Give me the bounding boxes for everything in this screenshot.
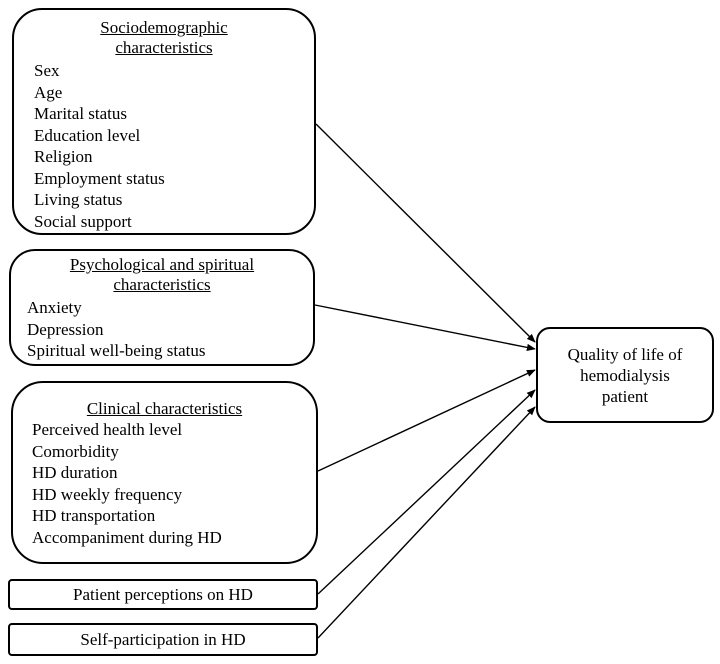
arrow-psychological (314, 304, 536, 351)
patient-perceptions-label: Patient perceptions on HD (73, 584, 253, 604)
sociodemographic-title-line-2: characteristics (115, 38, 213, 57)
arrow-clinical (317, 369, 536, 472)
list-item: Accompaniment during HD (32, 527, 222, 547)
list-item: HD duration (32, 463, 118, 482)
arrow-self-participation (317, 406, 536, 639)
psychological-title-line-1: Psychological and spiritual (69, 255, 255, 274)
quality-of-life-line-2: hemodialysis (580, 365, 670, 385)
list-item: Age (34, 82, 63, 102)
psychological-title-line-2: characteristics (113, 275, 211, 294)
list-item: Perceived health level (32, 420, 183, 439)
psychological-box: Psychological and spiritual characterist… (9, 249, 315, 366)
arrow-patient-perceptions (317, 389, 536, 595)
clinical-box: Clinical characteristics Perceived healt… (11, 381, 318, 564)
list-item: HD weekly frequency (32, 484, 183, 504)
self-participation-label: Self-participation in HD (80, 629, 246, 649)
list-item: Sex (34, 61, 60, 80)
list-item: Comorbidity (32, 441, 119, 461)
sociodemographic-box: Sociodemographic characteristics Sex Age… (12, 8, 316, 235)
list-item: Anxiety (27, 298, 82, 317)
self-participation-box: Self-participation in HD (8, 623, 318, 656)
list-item: Depression (27, 319, 104, 339)
arrow-sociodemographic (315, 123, 536, 343)
list-item: Living status (34, 190, 123, 209)
list-item: Employment status (34, 168, 165, 188)
list-item: HD transportation (32, 506, 156, 525)
list-item: Education level (34, 125, 141, 145)
patient-perceptions-box: Patient perceptions on HD (8, 579, 318, 610)
clinical-title-line-1: Clinical characteristics (86, 399, 243, 418)
clinical-list: Perceived health level Comorbidity HD du… (32, 419, 316, 548)
quality-of-life-box: Quality of life of hemodialysis patient (536, 327, 714, 423)
list-item: Religion (34, 147, 93, 166)
list-item: Spiritual well-being status (27, 341, 206, 360)
list-item: Marital status (34, 104, 128, 123)
clinical-title: Clinical characteristics (13, 399, 316, 419)
psychological-list: Anxiety Depression Spiritual well-being … (27, 297, 313, 362)
quality-of-life-line-3: patient (601, 386, 649, 406)
list-item: Social support (34, 211, 132, 231)
psychological-title: Psychological and spiritual characterist… (11, 255, 313, 295)
sociodemographic-title: Sociodemographic characteristics (14, 18, 314, 58)
sociodemographic-title-line-1: Sociodemographic (100, 18, 228, 37)
quality-of-life-line-1: Quality of life of (567, 344, 683, 364)
sociodemographic-list: Sex Age Marital status Education level R… (34, 60, 314, 232)
